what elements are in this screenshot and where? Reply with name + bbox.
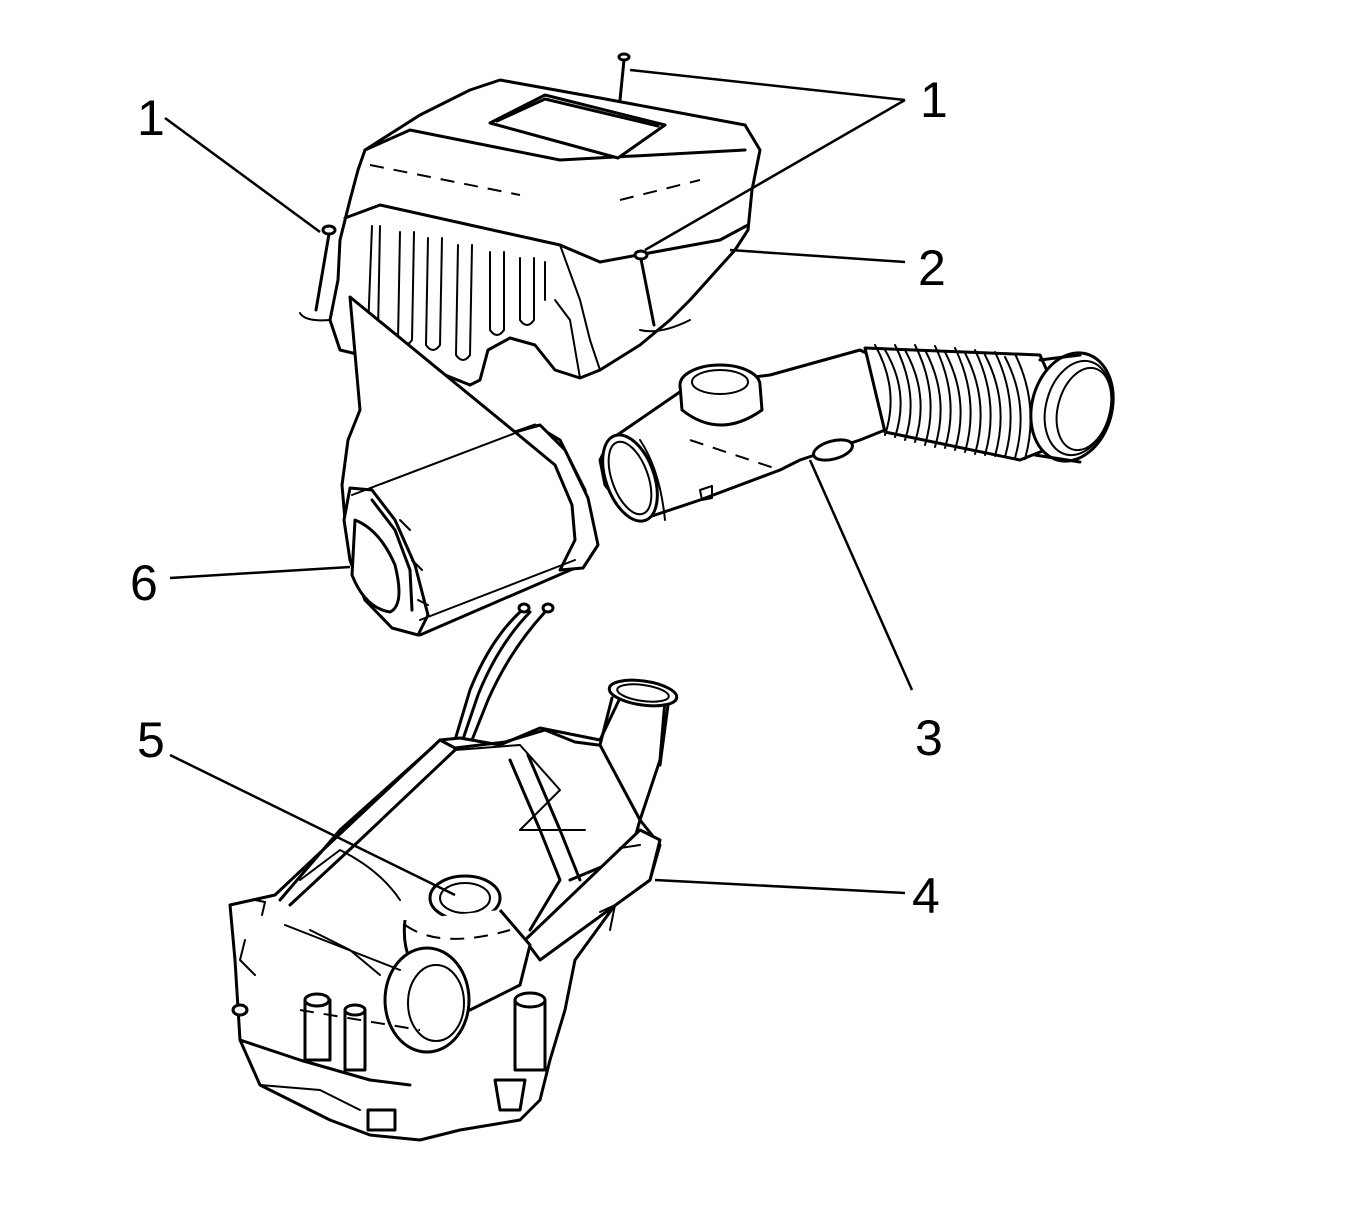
fastener-right (633, 249, 656, 327)
sensor-wires (453, 602, 555, 747)
leader-duct (808, 459, 914, 691)
leader-lines (164, 68, 914, 897)
leader-fastener-left (164, 116, 321, 234)
leader-filter (169, 565, 351, 580)
air-filter-element (340, 295, 600, 637)
leader-fastener-top (629, 68, 906, 102)
callout-1-left: 1 (137, 90, 165, 146)
callout-4: 4 (912, 868, 940, 924)
housing-mounts (231, 991, 547, 1132)
air-cleaner-cover (299, 78, 762, 387)
leader-outlet (169, 753, 456, 897)
housing-outlet (383, 874, 532, 1054)
cover-ribs (367, 225, 546, 361)
duct-bellows (863, 344, 1062, 462)
air-cleaner-housing (228, 678, 679, 1142)
callout-5: 5 (137, 712, 165, 768)
callout-3: 3 (915, 710, 943, 766)
leader-housing (654, 878, 906, 895)
leader-cover (729, 248, 906, 264)
leader-fastener-right (644, 98, 906, 252)
callout-2: 2 (918, 240, 946, 296)
fastener-top (617, 52, 631, 102)
callout-1-right: 1 (920, 72, 948, 128)
intake-duct (598, 344, 1115, 523)
callout-labels: 1 1 2 3 4 5 6 (130, 72, 948, 924)
callout-6: 6 (130, 555, 158, 611)
fastener-left (314, 224, 337, 312)
